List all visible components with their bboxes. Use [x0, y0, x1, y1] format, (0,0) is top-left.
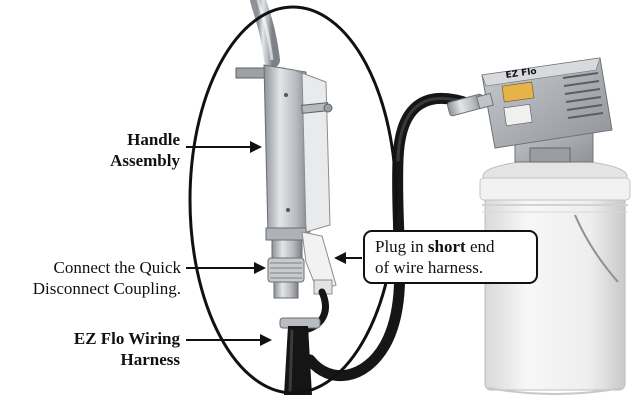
- callout-line1: Plug in short end: [375, 236, 526, 257]
- pump-unit: EZ Flo: [481, 57, 613, 163]
- callout-text-part2: end: [465, 237, 495, 256]
- pump-vents: [562, 72, 604, 119]
- callout-text-part1: Plug in: [375, 237, 428, 256]
- label-handle-line2: Assembly: [110, 151, 180, 170]
- label-handle-assembly: Handle Assembly: [70, 129, 180, 171]
- callout-text-bold: short: [427, 237, 466, 256]
- label-handle-line1: Handle: [127, 130, 180, 149]
- pump-brand-text: EZ Flo: [505, 67, 537, 81]
- short-end-plug: [301, 231, 337, 295]
- arrowhead-coupling: [254, 262, 266, 274]
- highlight-ellipse: [188, 5, 398, 395]
- pointer-arrows: [186, 141, 362, 346]
- quick-disconnect-coupling: [267, 239, 305, 299]
- lower-harness: [279, 317, 321, 395]
- arrowhead-handle-assembly: [250, 141, 262, 153]
- arrowhead-harness: [260, 334, 272, 346]
- label-coupling: Connect the Quick Disconnect Coupling.: [0, 257, 181, 299]
- callout-plug-short-end: Plug in short end of wire harness.: [363, 230, 538, 284]
- label-harness-line1: EZ Flo Wiring: [73, 329, 180, 348]
- label-coupling-line1: Connect the Quick: [53, 258, 181, 277]
- label-harness-line2: Harness: [120, 350, 181, 369]
- label-wiring-harness: EZ Flo Wiring Harness: [40, 328, 180, 370]
- bucket: [479, 159, 631, 395]
- callout-line2: of wire harness.: [375, 258, 484, 277]
- arrowhead-callout: [334, 252, 346, 264]
- pump-coupler: [446, 92, 494, 117]
- handle-assembly: [235, 64, 333, 241]
- label-coupling-line2: Disconnect Coupling.: [32, 279, 181, 298]
- bucket-handle: [574, 214, 619, 283]
